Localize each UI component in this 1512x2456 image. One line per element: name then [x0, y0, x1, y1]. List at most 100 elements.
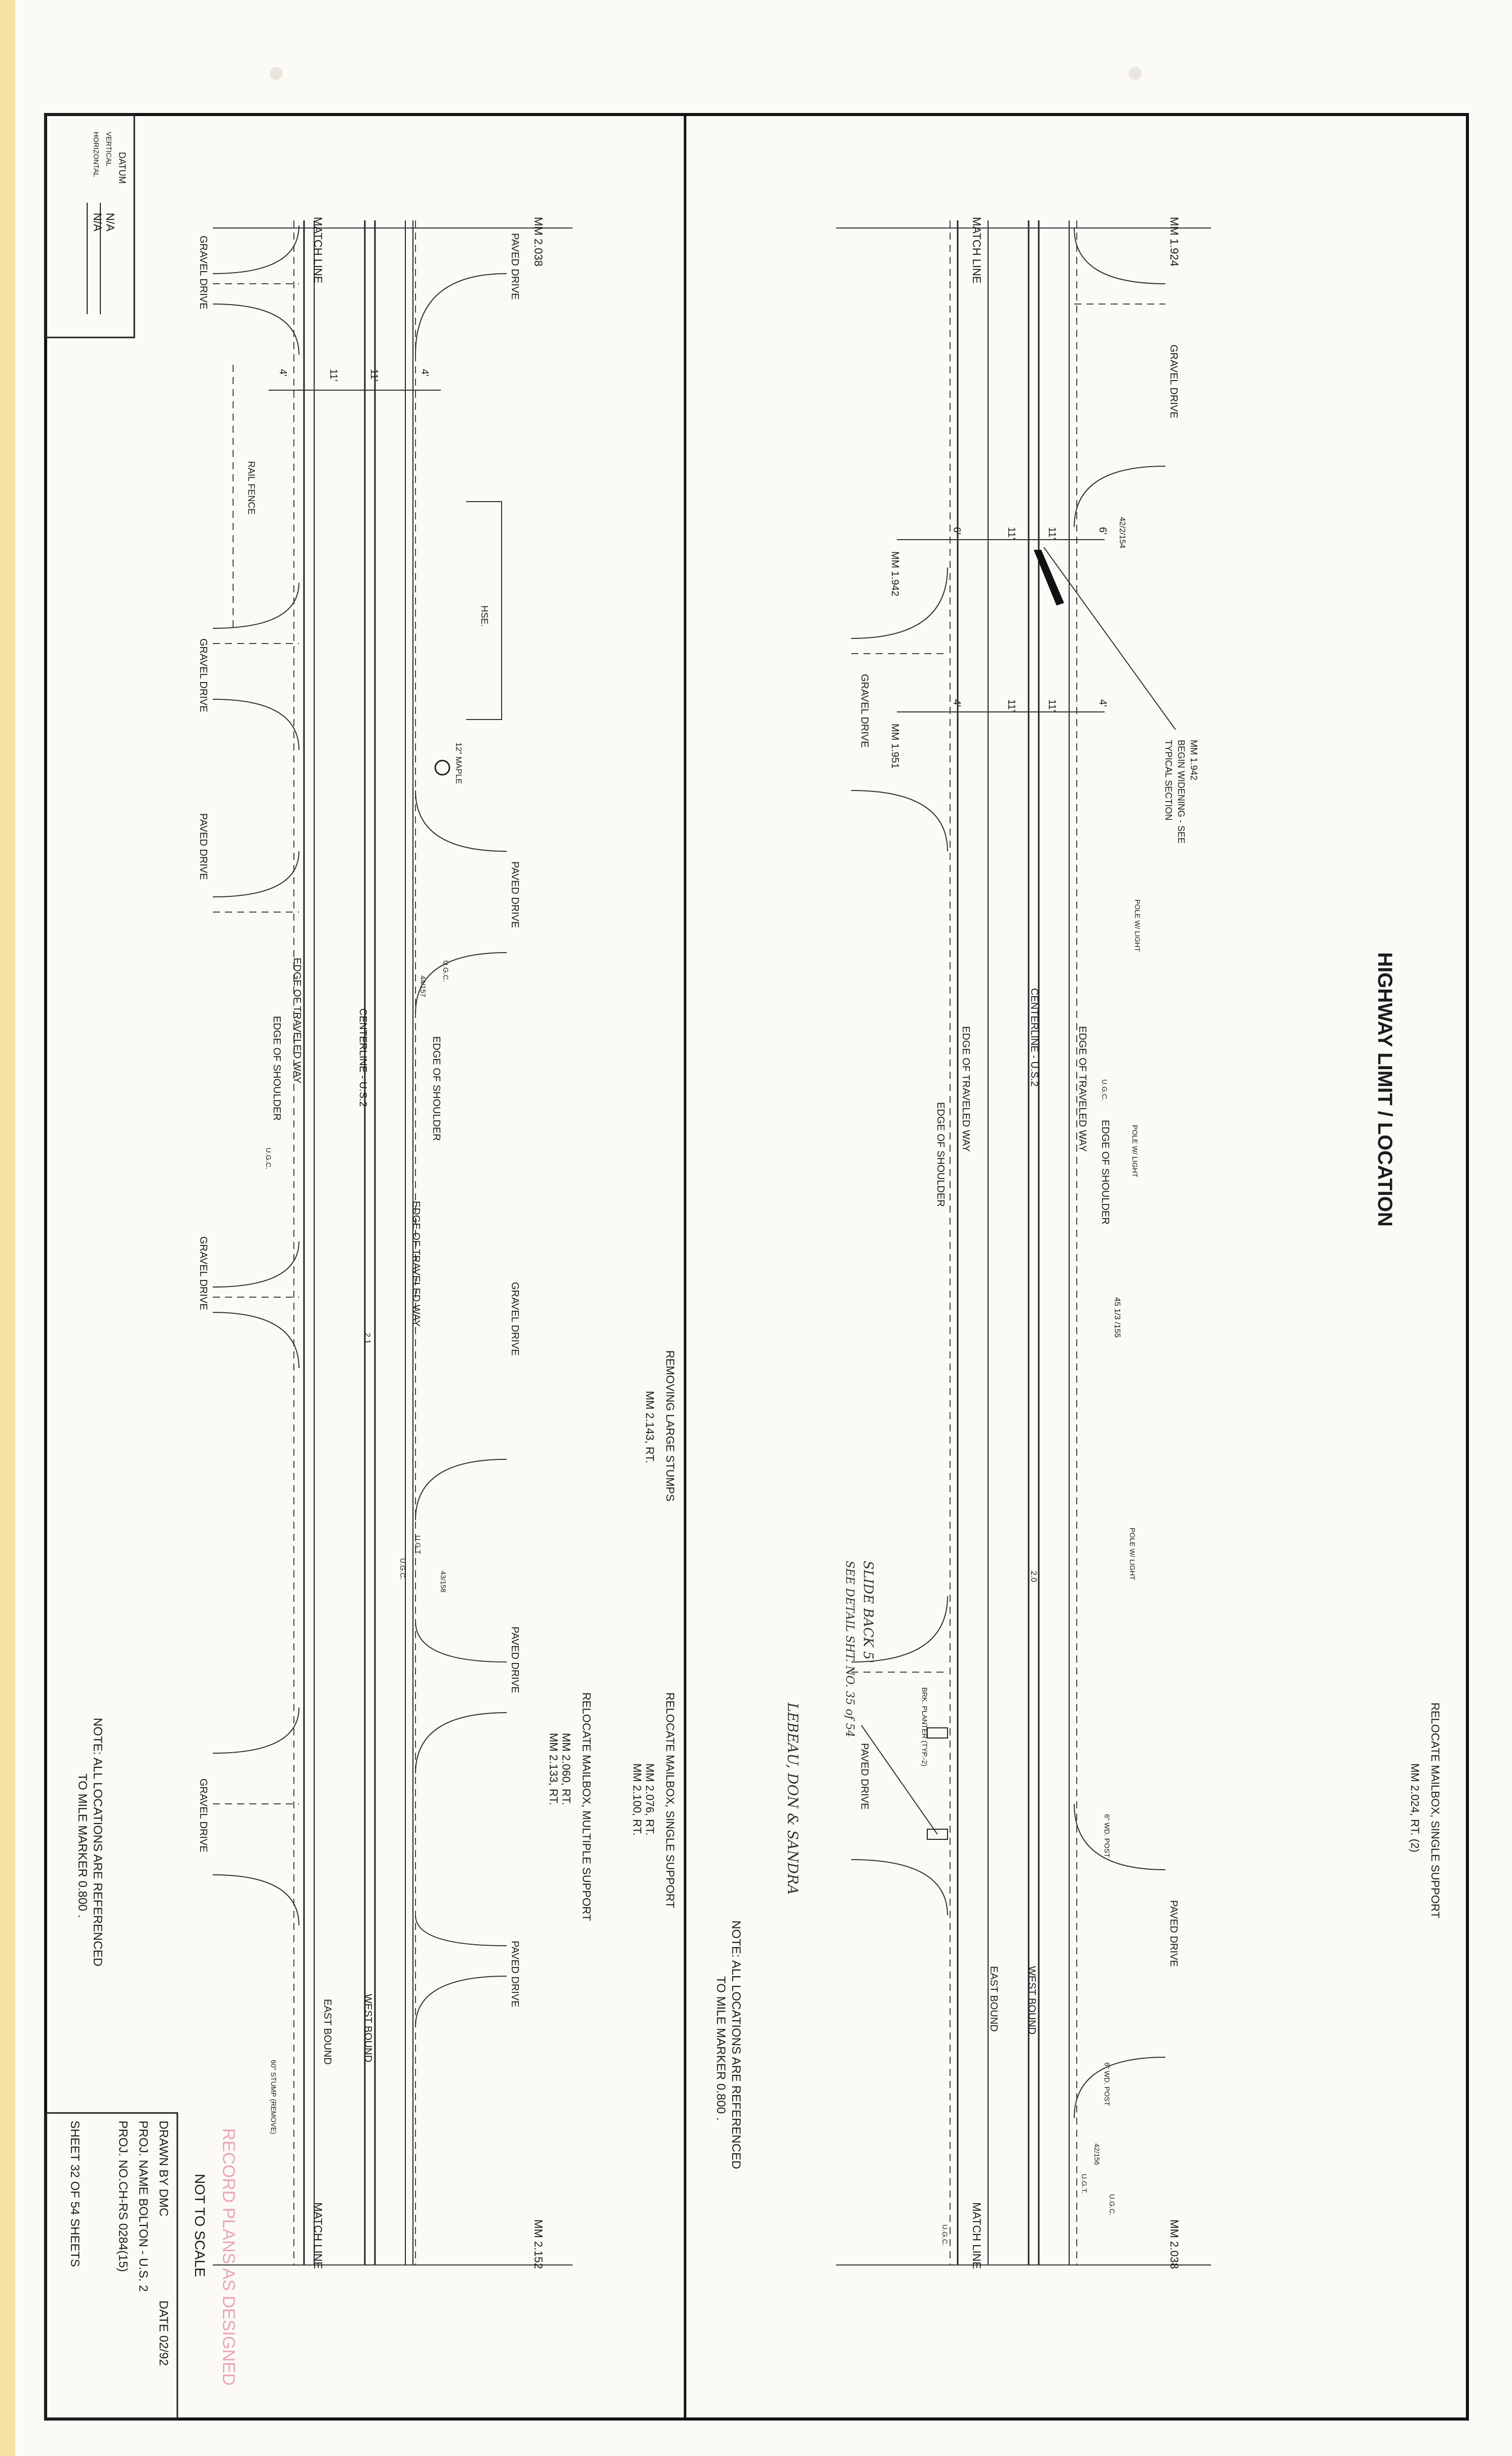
dimension-label: 6': [1097, 527, 1108, 535]
gravel-drive-label: GRAVEL DRIVE: [509, 1282, 520, 1356]
centerline-label: CENTERLINE - U.S.2: [1029, 988, 1040, 1086]
datum-horizontal-value: N/A: [91, 213, 104, 232]
pole-light-label: POLE W/ LIGHT: [1133, 899, 1142, 952]
tape-strip: [0, 0, 15, 2456]
left-mm-bottom: MM 2.152: [532, 2219, 545, 2269]
planter: [927, 1829, 948, 1840]
right-match-line-bottom: MATCH LINE: [970, 2202, 983, 2269]
removing-stumps-mm: MM 2.143, RT.: [644, 1391, 656, 1463]
see-detail-note: SEE DETAIL SHT. NO. 35 of 54: [843, 1561, 856, 1737]
east-bound-label: EAST BOUND: [322, 1999, 333, 2065]
left-match-line-bottom: MATCH LINE: [312, 2202, 324, 2269]
left-note: NOTE: ALL LOCATIONS ARE REFERENCED: [91, 1718, 104, 1967]
punch-hole: [270, 67, 283, 80]
relocate-multi-label: RELOCATE MAILBOX, MULTIPLE SUPPORT: [580, 1692, 593, 1921]
relocate-single-label: RELOCATE MAILBOX, SINGLE SUPPORT: [1429, 1703, 1442, 1918]
edge-traveled-way-label: EDGE OF TRAVELED WAY: [960, 1026, 971, 1152]
dimension-label: 11': [1046, 699, 1057, 712]
ugt-label: U.G.T.: [414, 1535, 422, 1556]
sheet-number: SHEET 32 OF 54 SHEETS: [68, 2121, 82, 2267]
dimension-label: 4': [277, 369, 288, 376]
edge-shoulder-label: EDGE OF SHOULDER: [271, 1016, 282, 1121]
datum-horizontal-label: HORIZONTAL: [92, 132, 100, 177]
dimension-label: 11': [1006, 699, 1017, 712]
mm-1942-label: MM 1.942: [889, 551, 900, 596]
edge-shoulder-label: EDGE OF SHOULDER: [1100, 1120, 1111, 1225]
sheet-title: HIGHWAY LIMIT / LOCATION: [1374, 952, 1396, 1226]
paved-drive-label: PAVED DRIVE: [509, 861, 520, 928]
ugc-label: U.G.C.: [1108, 2194, 1116, 2216]
datum-box: DATUM VERTICAL N/A HORIZONTAL N/A: [45, 114, 135, 338]
rail-fence-label: RAIL FENCE: [246, 461, 256, 514]
wood-post-label: 6" WD. POST: [1103, 2062, 1111, 2106]
wood-post-label: 6" WD. POST: [1103, 1814, 1111, 1858]
edge-traveled-way-label: EDGE OF TRAVELED WAY: [410, 1201, 422, 1327]
paved-drive-label: PAVED DRIVE: [1168, 1900, 1179, 1967]
gravel-drive-label: GRAVEL DRIVE: [859, 674, 870, 748]
widening-label-2: BEGIN WIDENING - SEE: [1176, 740, 1186, 844]
dimension-label: 4': [1097, 699, 1108, 707]
owner-name: LEBEAU, DON & SANDRA: [784, 1702, 801, 1895]
sheet-border: [44, 113, 1469, 2421]
project-number: PROJ. NO.CH-RS 0284(15): [116, 2121, 130, 2272]
right-note: NOTE: ALL LOCATIONS ARE REFERENCED: [729, 1920, 743, 2169]
pole-number-label: 42/156: [1093, 2143, 1101, 2165]
ugc-label: U.G.C.: [399, 1558, 407, 1580]
widening-label-1: MM 1.942: [1189, 740, 1199, 780]
datum-heading: DATUM: [117, 152, 127, 184]
right-mm-top: MM 1.924: [1168, 217, 1181, 267]
right-roadway: [836, 220, 1211, 2265]
gravel-drive-label: GRAVEL DRIVE: [198, 1236, 209, 1310]
relocate-single-mm1: MM 2.076, RT.: [644, 1763, 656, 1836]
edge-traveled-way-label: EDGE OF TRAVELED WAY: [291, 958, 303, 1083]
pole-light-label: POLE W/ LIGHT: [1131, 1125, 1139, 1178]
slide-back-note: SLIDE BACK 5': [860, 1561, 876, 1664]
drawn-date: DATE 02/92: [157, 2300, 170, 2366]
not-to-scale: NOT TO SCALE: [192, 2174, 208, 2277]
datum-vertical-value: N/A: [104, 213, 117, 232]
mm-1951-label: MM 1.951: [889, 724, 900, 769]
ugc-label: U.G.C.: [941, 2224, 949, 2246]
left-note-2: TO MILE MARKER 0.800 .: [75, 1773, 89, 1918]
datum-vertical-label: VERTICAL: [105, 132, 113, 166]
edge-shoulder-label: EDGE OF SHOULDER: [935, 1102, 946, 1207]
centerline-label: CENTERLINE - U.S.2: [357, 1008, 368, 1107]
pole-number-label: 44/157: [419, 975, 427, 997]
left-match-line-top: MATCH LINE: [312, 217, 324, 284]
paved-drive-label: PAVED DRIVE: [509, 1941, 520, 2008]
relocate-multi-mm2: MM 2.133, RT.: [547, 1733, 560, 1805]
dimension-label: 11': [1046, 527, 1057, 540]
relocate-single-label: RELOCATE MAILBOX, SINGLE SUPPORT: [664, 1692, 676, 1908]
planter-label: BRK. PLANTER (TYP.-2): [921, 1687, 929, 1766]
gravel-drive-label: GRAVEL DRIVE: [198, 236, 209, 310]
left-roadway: [212, 220, 573, 2265]
pole-number-label: 45 1/3 /155: [1113, 1297, 1121, 1338]
gravel-drive-label: GRAVEL DRIVE: [198, 638, 209, 712]
ugc-label: U.G.C.: [442, 960, 450, 982]
removing-stumps-label: REMOVING LARGE STUMPS: [664, 1350, 676, 1501]
dimension-label: 11': [368, 369, 380, 382]
east-bound-label: EAST BOUND: [988, 1966, 999, 2032]
ugc-label: U.G.C.: [264, 1148, 273, 1169]
project-name: PROJ. NAME BOLTON - U.S. 2: [136, 2121, 150, 2292]
right-labels: MATCH LINE MM 1.924 MATCH LINE MM 2.038 …: [714, 217, 1442, 2269]
dimension-label: 4': [951, 699, 962, 707]
pole-number-label: 43/158: [439, 1571, 447, 1593]
right-match-line-top: MATCH LINE: [970, 217, 983, 284]
edge-shoulder-label: EDGE OF SHOULDER: [431, 1036, 442, 1141]
house-label: HSE.: [479, 606, 489, 627]
maple-label: 12" MAPLE: [454, 742, 463, 784]
left-labels: MATCH LINE MM 2.038 MATCH LINE MM 2.152 …: [75, 217, 676, 2269]
left-mm-top: MM 2.038: [532, 217, 545, 267]
paved-drive-label: PAVED DRIVE: [198, 813, 209, 880]
ugt-label: U.G.T.: [1080, 2174, 1088, 2194]
dimension-label: 4': [419, 369, 430, 376]
dimension-label: 6': [951, 527, 962, 535]
planter: [927, 1727, 948, 1739]
paved-drive-label: PAVED DRIVE: [859, 1743, 870, 1810]
record-stamp: RECORD PLANS AS DESIGNED: [219, 2128, 238, 2386]
right-mm-bottom: MM 2.038: [1168, 2219, 1181, 2269]
widening-label-3: TYPICAL SECTION: [1163, 740, 1174, 820]
stump-label: 60" STUMP (REMOVE): [270, 2060, 278, 2134]
